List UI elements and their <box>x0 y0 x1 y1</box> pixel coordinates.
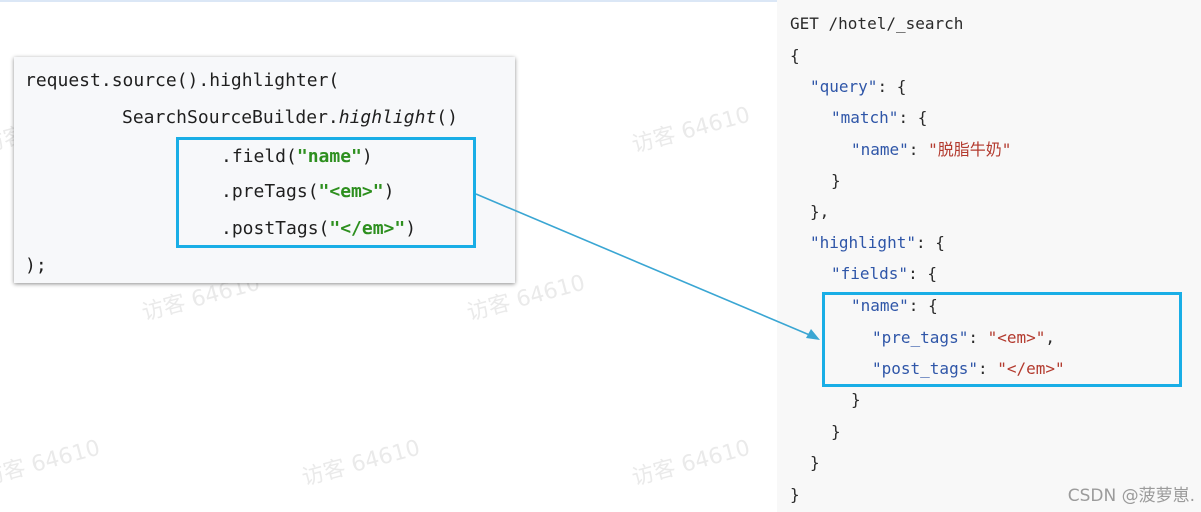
code-text: : { <box>877 77 907 96</box>
dsl-line-13: } <box>851 389 861 411</box>
java-highlight-box <box>176 137 476 248</box>
json-value: "</em>" <box>997 359 1065 378</box>
dsl-line-4: "match": { <box>831 107 927 129</box>
code-string: "</em>" <box>329 218 406 239</box>
code-text: } <box>851 390 861 409</box>
java-line-4: .preTags("<em>") <box>221 180 394 204</box>
code-text: : { <box>908 296 938 315</box>
java-line-6: ); <box>25 254 47 278</box>
java-line-5: .postTags("</em>") <box>221 217 416 241</box>
code-text: }, <box>810 202 830 221</box>
code-text: } <box>810 453 820 472</box>
json-key: "fields" <box>831 264 909 283</box>
code-string: "name" <box>296 146 362 167</box>
code-string: "<em>" <box>318 181 384 202</box>
code-text: } <box>790 485 800 504</box>
arrow-head-icon <box>806 329 820 340</box>
dsl-line-7: }, <box>810 201 829 223</box>
code-text: : <box>908 140 929 159</box>
code-text: .preTags( <box>221 181 319 202</box>
code-text: } <box>831 422 841 441</box>
dsl-line-6: } <box>831 170 841 192</box>
code-text: , <box>1045 328 1056 347</box>
json-key: "match" <box>831 108 899 127</box>
dsl-line-16: } <box>790 484 800 506</box>
dsl-line-11: "pre_tags": "<em>", <box>872 327 1055 349</box>
dsl-line-9: "fields": { <box>831 263 937 285</box>
dsl-code-panel <box>777 0 1201 512</box>
code-method-italic: highlight <box>338 107 437 128</box>
json-value: "<em>" <box>987 328 1046 347</box>
dsl-line-3: "query": { <box>810 76 906 98</box>
code-text: : { <box>915 233 945 252</box>
json-key: "pre_tags" <box>872 328 969 347</box>
json-key: "name" <box>851 140 909 159</box>
java-line-3: .field("name") <box>221 145 373 169</box>
dsl-line-1: GET /hotel/_search <box>790 13 963 35</box>
code-text: ) <box>361 146 373 167</box>
code-text: () <box>436 107 458 128</box>
arrow-line <box>475 193 813 337</box>
dsl-highlight-box <box>822 292 1182 387</box>
code-text: .field( <box>221 146 297 167</box>
code-text: ); <box>25 255 47 276</box>
code-text: .postTags( <box>221 218 330 239</box>
code-text: : <box>977 359 998 378</box>
code-text: } <box>831 171 841 190</box>
code-text: GET /hotel/_search <box>790 14 964 33</box>
top-divider <box>0 0 1201 2</box>
dsl-line-10: "name": { <box>851 295 938 317</box>
code-text: SearchSourceBuilder. <box>122 107 339 128</box>
csdn-watermark: CSDN @菠萝崽. <box>1067 486 1195 506</box>
dsl-line-15: } <box>810 452 820 474</box>
json-value: "脱脂牛奶" <box>928 140 1012 159</box>
code-text: : <box>968 328 988 347</box>
code-text: : { <box>898 108 928 127</box>
code-text: ) <box>405 218 417 239</box>
json-key: "highlight" <box>810 233 916 252</box>
dsl-line-2: { <box>790 45 800 67</box>
java-line-1: request.source().highlighter( <box>25 69 339 93</box>
json-key: "post_tags" <box>872 359 978 378</box>
dsl-line-8: "highlight": { <box>810 232 945 254</box>
dsl-line-14: } <box>831 421 841 443</box>
code-text: : { <box>908 264 937 283</box>
code-text: request.source().highlighter( <box>25 70 340 91</box>
code-text: ) <box>383 181 395 202</box>
code-text: { <box>790 46 800 65</box>
json-key: "query" <box>810 77 878 96</box>
dsl-line-12: "post_tags": "</em>" <box>872 358 1065 380</box>
json-key: "name" <box>851 296 909 315</box>
java-line-2: SearchSourceBuilder.highlight() <box>122 106 458 130</box>
dsl-line-5: "name": "脱脂牛奶" <box>851 139 1011 161</box>
